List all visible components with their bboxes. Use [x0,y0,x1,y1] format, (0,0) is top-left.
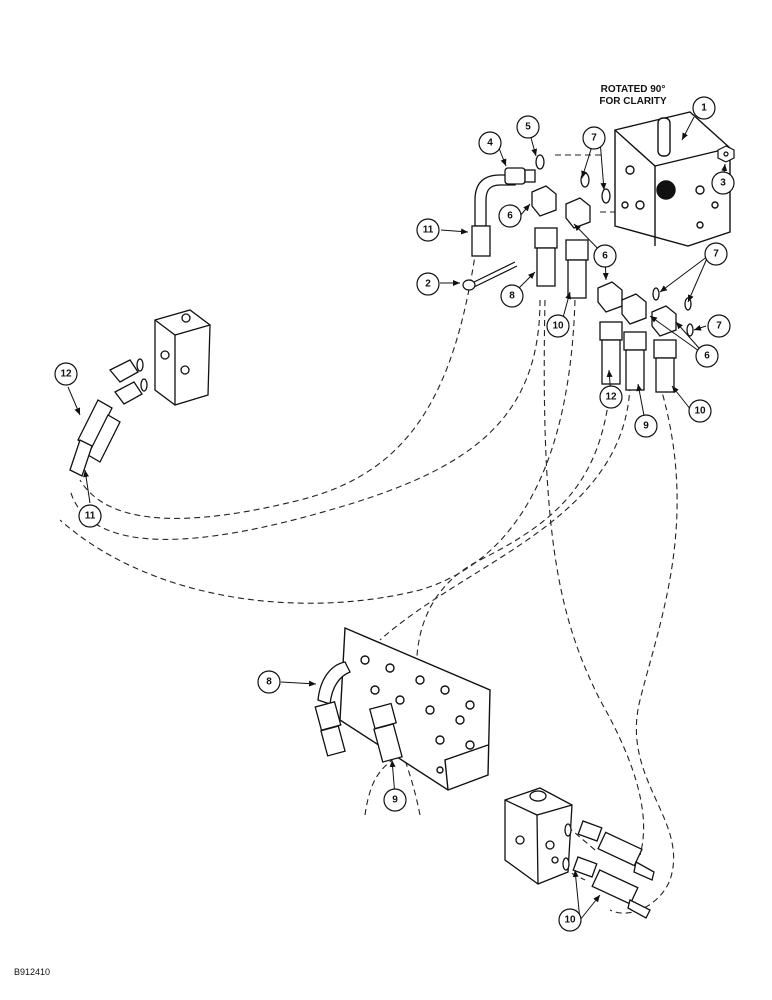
callout-11a [416,218,440,242]
callout-label-7a: 7 [591,133,597,144]
callout-label-7c: 7 [716,321,722,332]
callout-bubbles [54,96,735,932]
callout-9b [383,788,407,812]
figure-code: B912410 [14,967,51,977]
callout-7a [582,126,606,150]
callout-4 [478,131,502,155]
callout-10c [558,908,582,932]
callout-label-10b: 10 [694,406,706,417]
callout-9a [634,414,658,438]
callout-12a [599,385,623,409]
callout-6c [695,344,719,368]
callout-label-6a: 6 [507,211,513,222]
callout-label-4: 4 [487,138,493,149]
callout-label-10c: 10 [564,915,576,926]
upper-hose-ends [531,185,591,299]
lower-hose-ends [597,281,694,393]
callout-7c [707,314,731,338]
callout-label-9b: 9 [392,795,398,806]
rotation-note: ROTATED 90° FOR CLARITY [588,84,678,108]
left-valve [69,309,211,477]
callout-8a [500,284,524,308]
callout-label-2: 2 [425,279,431,290]
callout-label-12b: 12 [60,369,72,380]
callout-label-8b: 8 [266,677,272,688]
callout-label-1: 1 [701,103,707,114]
callout-label-6b: 6 [602,251,608,262]
callout-label-10a: 10 [552,321,564,332]
callout-label-3: 3 [720,178,726,189]
lower-valve [504,787,655,919]
callout-label-11b: 11 [85,511,96,522]
callout-8b [257,670,281,694]
callout-label-5: 5 [525,122,531,133]
hose-routes [59,154,690,914]
control-valve [614,111,731,247]
callout-6b [593,244,617,268]
bolt [462,261,518,291]
callout-numbers: 1 2 3 4 5 6 7 8 10 6 11 7 7 6 12 9 10 12… [60,103,726,926]
nut [717,145,735,163]
callout-label-9a: 9 [643,421,649,432]
callout-6a [498,204,522,228]
callout-2 [416,272,440,296]
callout-5 [516,115,540,139]
callout-label-8a: 8 [509,291,515,302]
rotation-note-line1: ROTATED 90° [600,84,666,95]
rotation-note-line2: FOR CLARITY [599,96,667,107]
callout-11b [78,504,102,528]
callout-7b [704,242,728,266]
callout-label-6c: 6 [704,351,710,362]
callout-3 [711,171,735,195]
callout-label-12a: 12 [605,392,617,403]
callout-label-11a: 11 [423,225,434,236]
mounting-plate [339,626,491,791]
callout-1 [692,96,716,120]
callout-10b [688,399,712,423]
plate-hose-ends [314,661,403,763]
callout-12b [54,362,78,386]
callout-10a [546,314,570,338]
callout-label-7b: 7 [713,249,719,260]
